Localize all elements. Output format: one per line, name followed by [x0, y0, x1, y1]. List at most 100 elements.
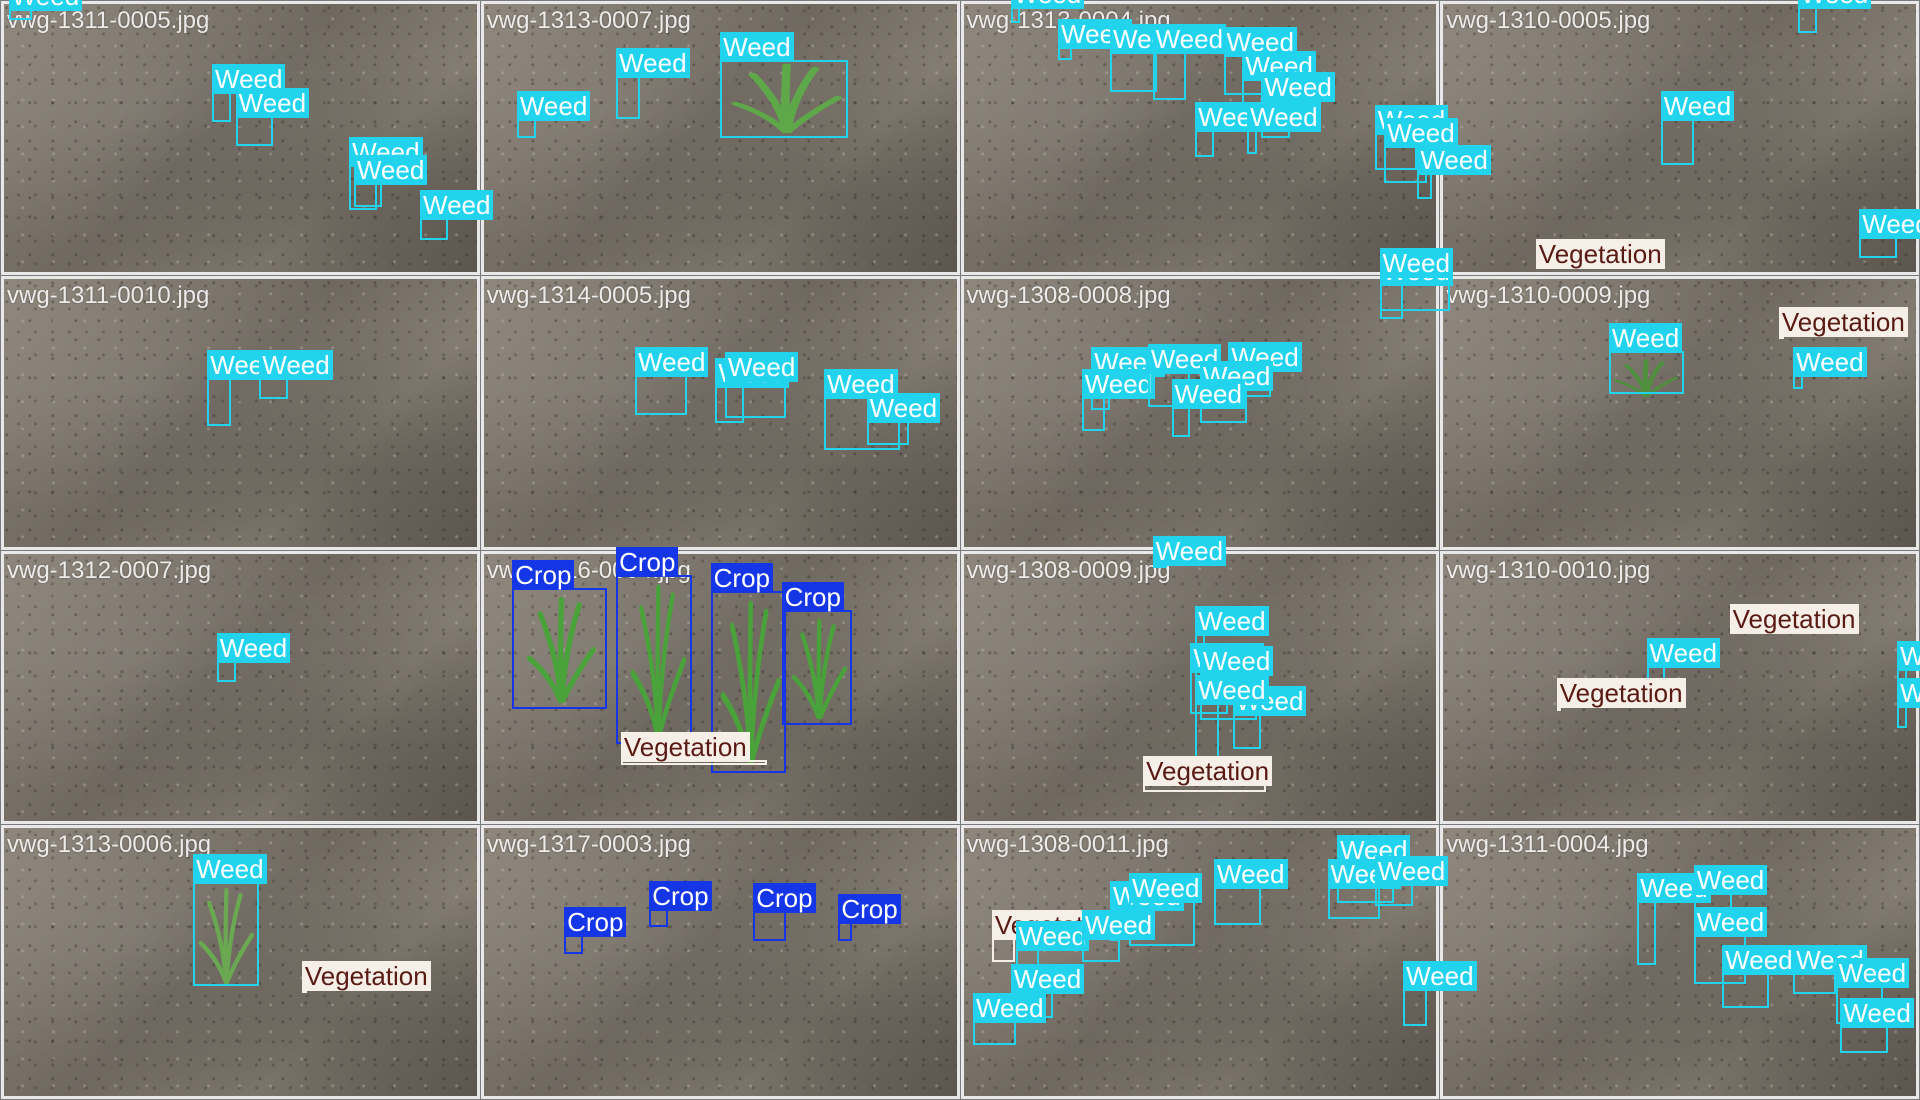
weed-detection-box[interactable]: Weed — [972, 993, 1047, 1046]
detection-label: Weed — [1214, 859, 1288, 890]
weed-detection-box[interactable]: Weed — [1081, 368, 1156, 432]
weed-detection-box[interactable]: Weed — [259, 349, 333, 400]
weed-detection-box[interactable]: Weed — [1637, 872, 1711, 965]
weed-detection-box[interactable]: Weed — [724, 352, 799, 418]
weed-detection-box[interactable]: Weed — [1081, 910, 1156, 963]
detection-label: Vegetation — [1143, 755, 1273, 786]
detection-label: Weed — [1660, 91, 1735, 122]
weed-detection-box[interactable]: Weed — [235, 88, 310, 146]
weed-detection-box[interactable]: Weed — [1897, 640, 1920, 688]
weed-detection-box[interactable]: Weed — [635, 347, 709, 416]
crop-detection-box[interactable]: Crop — [512, 560, 607, 709]
weed-detection-box[interactable]: Weed — [1660, 91, 1735, 165]
crop-detection-box[interactable]: Crop — [753, 883, 816, 941]
weed-detection-box[interactable]: Weed — [8, 0, 83, 21]
weed-detection-box[interactable]: Weed — [420, 190, 494, 240]
detection-label: Weed — [1195, 675, 1269, 706]
detection-label: Crop — [753, 883, 816, 914]
vegetation-detection-box[interactable]: Vegetation — [1143, 755, 1273, 792]
weed-detection-box[interactable]: Weed — [1058, 18, 1132, 61]
weed-detection-box[interactable]: Weed — [1195, 675, 1269, 760]
weed-detection-box[interactable]: Weed — [1195, 101, 1269, 157]
weed-detection-box[interactable]: Weed — [1897, 678, 1920, 728]
crop-detection-box[interactable]: Crop — [781, 581, 853, 725]
weed-detection-box[interactable]: Weed — [1015, 920, 1089, 971]
weed-detection-box[interactable]: Weed — [1214, 859, 1288, 925]
weed-detection-box[interactable]: Weed — [1195, 605, 1269, 677]
weed-detection-box[interactable]: Weed — [1152, 536, 1227, 569]
vegetation-detection-box[interactable]: Vegetation — [301, 960, 431, 993]
image-tile[interactable]: vwg-1310-0005.jpgWeedWeedWeedVegetation — [1440, 0, 1920, 275]
detection-label: Crop — [710, 562, 774, 593]
weed-detection-box[interactable]: Weed — [1010, 0, 1085, 23]
weed-detection-box[interactable]: Weed — [1859, 208, 1920, 259]
vegetation-detection-box[interactable]: Vegetation — [1556, 678, 1686, 712]
weed-detection-box[interactable]: Weed — [1722, 944, 1796, 1008]
weed-detection-box[interactable]: Weed — [1384, 117, 1458, 184]
detection-label: Weed — [420, 190, 494, 221]
crop-detection-box[interactable]: Crop — [649, 880, 712, 928]
weed-detection-box[interactable]: Weed — [1232, 686, 1307, 749]
tile-filename: vwg-1311-0005.jpg — [7, 7, 210, 34]
detection-label: Weed — [1147, 344, 1222, 375]
weed-detection-box[interactable]: Weed — [1152, 24, 1227, 101]
weed-detection-box[interactable]: Weed — [720, 32, 848, 138]
detection-label: Crop — [564, 907, 627, 938]
image-tile[interactable]: vwg-1308-0009.jpgWeedWeedWeedWeedWeedWee… — [960, 536, 1440, 825]
crop-detection-box[interactable]: Crop — [838, 893, 901, 941]
weed-detection-box[interactable]: Weed — [1374, 856, 1449, 906]
detection-label: Weed — [1608, 323, 1683, 354]
detection-label: Weed — [1859, 208, 1920, 239]
weed-detection-box[interactable]: Weed — [516, 91, 591, 138]
weed-detection-box[interactable]: Weed — [1110, 24, 1184, 93]
weed-detection-box[interactable]: Weed — [212, 64, 286, 122]
tile-filename: vwg-1313-0006.jpg — [7, 831, 212, 859]
detection-label: Weed — [724, 352, 799, 383]
weed-detection-box[interactable]: Weed — [216, 632, 291, 682]
weed-detection-box[interactable]: Weed — [193, 853, 267, 987]
weed-detection-box[interactable]: Weed — [1608, 323, 1685, 394]
weed-detection-box[interactable]: Weed — [866, 392, 941, 445]
crop-detection-box[interactable]: Crop — [710, 562, 787, 774]
weed-detection-box[interactable]: Weed — [1403, 960, 1477, 1027]
weed-detection-box[interactable]: Weed — [1797, 0, 1872, 34]
vegetation-detection-box[interactable]: Vegetation — [991, 910, 1121, 963]
weed-detection-box[interactable]: Weed — [1793, 944, 1867, 995]
weed-detection-box[interactable]: Weed — [1147, 344, 1222, 408]
vegetation-detection-box[interactable]: Vegetation — [620, 731, 768, 765]
weed-detection-box[interactable]: Weed — [1261, 72, 1335, 138]
detection-label: Weed — [616, 48, 690, 79]
weed-detection-box[interactable]: Weed — [1693, 907, 1768, 984]
weed-detection-box[interactable]: Weed — [1379, 248, 1453, 311]
image-tile[interactable]: vwg-1313-0004.jpgWeedWeedWeedWeedWeedWee… — [960, 0, 1491, 275]
vegetation-detection-box[interactable]: Vegetation — [1778, 306, 1908, 339]
detection-label: Weed — [1835, 958, 1910, 989]
weed-detection-box[interactable]: Weed — [1128, 872, 1203, 947]
detection-label: Weed — [1417, 144, 1491, 175]
weed-detection-box[interactable]: Weed — [207, 349, 281, 426]
crop-detection-box[interactable]: Crop — [564, 907, 627, 955]
weed-detection-box[interactable]: Weed — [1247, 101, 1321, 154]
weed-detection-box[interactable]: Weed — [616, 48, 690, 120]
image-tile[interactable]: vwg-1308-0011.jpgWeedWeedWeedVegetationW… — [960, 825, 1477, 1099]
image-tile[interactable]: vwg-1311-0005.jpgWeedWeedWeedWeedWeedWee… — [1, 0, 494, 275]
weed-detection-box[interactable]: Weed — [1417, 144, 1491, 200]
weed-detection-box[interactable]: Weed — [1793, 347, 1867, 389]
crop-detection-box[interactable]: Crop — [616, 546, 692, 744]
weed-detection-box[interactable]: Weed — [1840, 998, 1914, 1054]
detection-label: Weed — [1171, 379, 1245, 410]
weed-detection-box[interactable]: Weed — [353, 155, 428, 208]
weed-detection-box[interactable]: Weed — [1327, 859, 1401, 920]
weed-detection-box[interactable]: Weed — [1171, 379, 1245, 437]
